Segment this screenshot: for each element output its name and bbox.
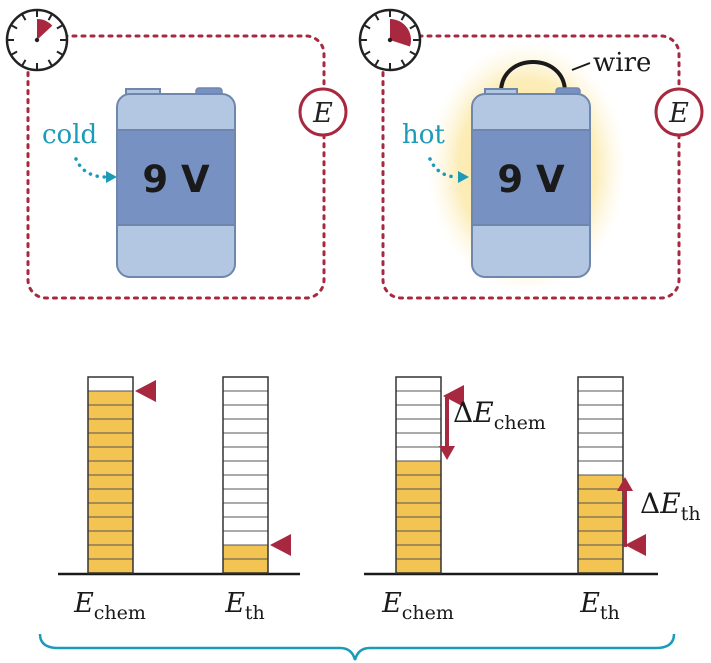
bar-outline [577,376,624,574]
clock-tick [364,24,371,30]
heat-flow-arrowhead-right [458,171,469,183]
battery-voltage-right: 9 V [497,158,565,201]
side-label-hot: hot [402,120,445,150]
side-label-cold: cold [42,120,97,150]
battery-voltage-left: 9 V [142,158,210,201]
delta-arrow-chem-head [439,446,455,460]
left-scene: E 9 V cold [5,8,348,300]
heat-flow-arrowhead-left [106,171,117,183]
bar-label-right-chem: Echem [381,588,454,624]
wire-icon [499,60,567,93]
energy-bar-right-th [577,376,624,574]
clock-tick [374,59,380,66]
system-label-right: E [668,98,689,129]
system-label-badge-left: E [298,87,348,137]
energy-bar-left-th [222,376,269,574]
level-marker-left-chem [135,380,156,402]
clock-tick [364,50,371,56]
system-boundary-right [381,34,681,300]
clock-icon-right [358,8,422,72]
clock-tick [56,50,63,56]
delta-arrow-th-head [617,477,633,491]
clock-tick [21,59,27,66]
start-marker-right-chem [443,385,464,407]
clock-tick [409,50,416,56]
energy-bar-left-chem [87,376,134,574]
battery-left: 9 V [116,87,236,278]
bar-label-right-th: Eth [579,588,620,624]
clock-tick [400,59,406,66]
energy-bars [87,376,646,574]
bar-fill [88,391,133,573]
clock-tick [374,14,380,21]
system-label-left: E [312,98,333,129]
bar-outline [222,376,269,574]
bottom-brace [38,633,676,661]
clock-tick [11,50,18,56]
bar-outline [395,376,442,574]
clock-icon-left [5,8,69,72]
clock-tick [400,14,406,21]
system-label-badge-right: E [654,87,704,137]
wire-leader [571,62,591,71]
clock-tick [56,24,63,30]
level-marker-left-th [270,534,291,556]
bar-label-left-th: Eth [224,588,265,624]
clock-tick [47,59,53,66]
wire-label: wire [593,48,651,78]
clock-tick [21,14,27,21]
bar-fill [578,475,623,573]
clock-tick [11,24,18,30]
bar-label-left-chem: Echem [73,588,146,624]
clock-tick [47,14,53,21]
bar-outline [87,376,134,574]
delta-label-chem: ΔEchem [453,396,546,434]
clock-tick [409,24,416,30]
delta-label-th: ΔEth [640,487,701,525]
system-boundary-left [26,34,326,300]
battery-right: 9 V [471,60,591,278]
heat-flow-arrow-left [74,157,108,179]
energy-bar-right-chem [395,376,442,574]
right-scene: E 9 V wire hot [358,8,704,300]
start-marker-right-th [625,534,646,556]
